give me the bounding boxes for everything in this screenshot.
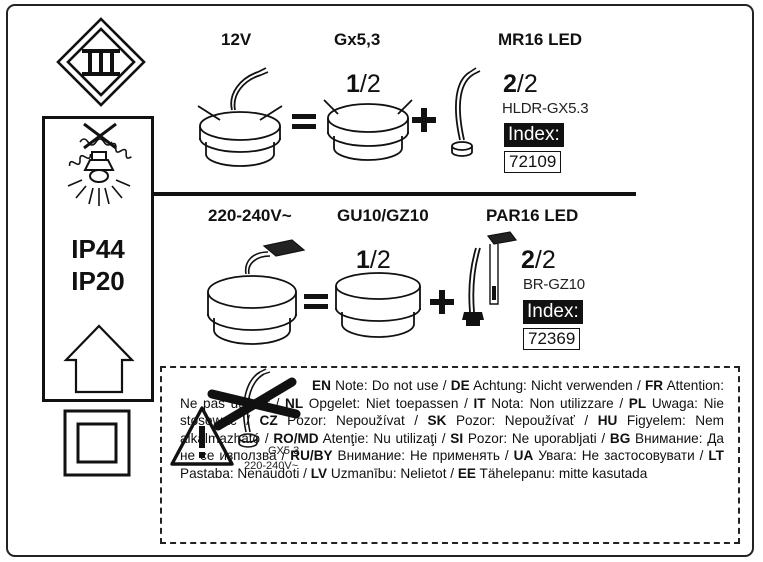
row2-fraction-left: 1/2 [356,246,391,274]
ip-rating-1: IP44 [71,234,125,264]
warning-phrase: Pozor: Nepoužívat / [277,413,428,429]
language-code: DE [450,378,470,393]
row2-lamp-icon [462,231,518,326]
warning-phrase: Opgelet: Niet toepassen / [303,395,474,411]
warning-phrase: Внимание: Да не се използва / [180,430,724,464]
warning-phrase: Note: Do not use / [330,378,451,393]
crossed-lamp-voltage-label: 220-240V~ [244,460,299,472]
row1-fraction-right: 2/2 [503,70,538,98]
language-code: PL [628,395,647,411]
language-code: EN [312,378,331,393]
row2-lamp: PAR16 LED [486,206,579,225]
warning-phrase: Pozor: Nepoužívať / [446,413,598,429]
language-code: SI [450,430,464,446]
warning-box [160,366,740,544]
row1-socket: Gx5,3 [334,30,381,49]
warning-phrase: Pastaba: Nenaudoti / [180,465,311,481]
row2-fraction-right: 2/2 [521,246,556,274]
ip-rating-2: IP20 [71,266,125,296]
warning-phrase: Внимание: Не применять / [332,448,514,464]
row1-fixture-with-lamp [197,67,283,167]
row1-index-value: 72109 [504,151,562,173]
language-code: CZ [259,413,278,429]
class-iii-symbol [56,17,146,107]
row2-equals-sign [304,294,328,309]
row1-equals-sign [292,114,316,129]
row1-lamp-code: HLDR-GX5.3 [502,100,589,117]
language-code: NL [285,395,304,411]
warning-phrase: Figyelem: Nem alkalmazható / [180,413,724,446]
row1-lamp: MR16 LED [498,30,583,49]
language-code: LV [310,465,328,481]
warning-phrase: Nota: Non utilizzare / [485,395,629,411]
row1-lamp-icon [451,67,481,157]
warning-phrase: Uwaga: Nie stosować / [180,395,724,429]
warning-phrase: Achtung: Nicht verwenden / [469,378,645,393]
row2-socket: GU10/GZ10 [337,206,429,225]
language-code: SK [427,413,447,429]
warning-triangle-icon [170,406,234,466]
row2-index-label: Index: [523,300,583,324]
row2-plus-sign [430,290,454,314]
warning-text: EN Note: Do not use / DE Achtung: Nicht … [180,377,724,483]
row2-fixture-with-lamp [207,239,306,345]
crossed-lamp-socket-label: GX5.3 [268,445,300,457]
warning-phrase: Tähelepanu: mitte kasutada [475,465,648,481]
label-frame [6,4,754,557]
row2-lamp-code: BR-GZ10 [523,276,585,293]
language-code: HU [597,413,618,429]
row1-fraction-left: 1/2 [346,70,381,98]
language-code: RU/BY [290,448,333,464]
language-code: EE [457,465,476,481]
crossed-lamp-icon [207,368,301,448]
language-code: RO/MD [273,430,319,446]
row2-index-value: 72369 [523,328,581,350]
row1-index-label: Index: [504,123,564,147]
language-code: IT [473,395,486,411]
no-insulation-cover-icon [67,122,132,206]
language-code: FR [644,378,664,393]
warning-phrase: Увага: Не застосовувати / [533,448,709,464]
row1-plus-sign [412,108,436,132]
row1-voltage: 12V [221,30,252,49]
row1-fixture [323,99,413,161]
warning-phrase: Pozor: Ne uporabljati / [463,430,610,446]
protection-panel [42,116,154,402]
language-code: LT [708,448,724,464]
warning-phrase: Uzmanību: Nelietot / [327,465,458,481]
language-code: UA [513,448,534,464]
warning-phrase: Attention: Ne pas utiliser / [180,378,725,411]
language-code: BG [609,430,631,446]
warning-phrase: Atenţie: Nu utilizaţi / [318,430,451,446]
row2-voltage: 220-240V~ [208,206,292,225]
indoor-house-icon [63,324,135,394]
row-divider [154,192,636,196]
row2-fixture [335,272,421,338]
class-ii-symbol [63,409,131,477]
